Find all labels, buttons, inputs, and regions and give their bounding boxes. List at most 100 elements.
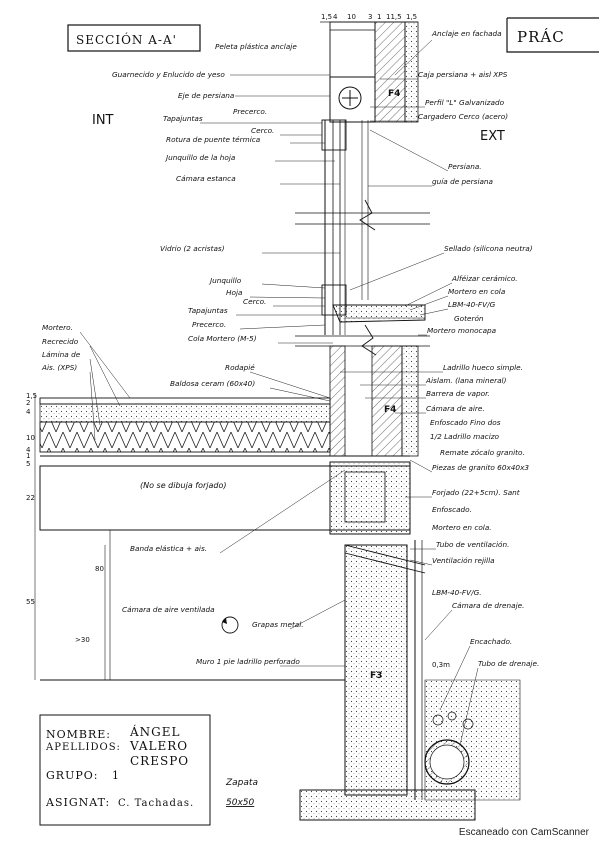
label-right-12: Ladrillo hueco simple. (443, 363, 523, 372)
label-right-24: Ventilación rejilla (432, 556, 495, 565)
label-left-5: Cerco. (251, 126, 274, 135)
surname-value-1: VALERO (129, 739, 188, 753)
practice-title: PRÁC (517, 28, 565, 46)
dim-top-1: 4 (333, 13, 338, 21)
label-left-11: Hoja (226, 288, 242, 297)
dim-left-3: 10 (26, 434, 35, 442)
exterior-label: EXT (480, 129, 505, 144)
label-left-14: Precerco. (192, 320, 226, 329)
dim-top-2: 10 (347, 13, 356, 21)
crawl-space (40, 530, 345, 681)
dim-top-0: 1,5 (321, 13, 332, 21)
label-right-6: Sellado (silicona neutra) (444, 244, 533, 253)
leader-lines (79, 39, 479, 746)
label-left-15: Cola Mortero (M-5) (188, 334, 257, 343)
label-right-18: Remate zócalo granito. (440, 448, 525, 457)
label-right-16: Enfoscado Fino dos (430, 418, 501, 427)
footing-size: 50x50 (226, 798, 255, 808)
ventilation-arrow-icon (221, 616, 239, 634)
dim-top-3: 3 (368, 13, 372, 21)
dim-left-4: 4 (26, 446, 31, 454)
upper-wall (329, 21, 419, 123)
label-right-5: guía de persiana (432, 177, 493, 186)
scanner-footer: Escaneado con CamScanner (458, 827, 589, 838)
interior-label: INT (92, 113, 114, 128)
label-right-19: Piezas de granito 60x40x3 (432, 463, 529, 472)
group-value: 1 (112, 769, 120, 782)
name-block: NOMBRE: ÁNGEL APELLIDOS: VALERO CRESPO G… (39, 714, 211, 826)
label-left-2: Eje de persiana (178, 91, 234, 100)
foundation-wall: F3 (344, 540, 426, 800)
label-right-7: Alféizar cerámico. (451, 274, 518, 283)
label-left-16: Rodapié (225, 363, 255, 372)
floor-layers (39, 397, 410, 467)
label-left-17: Baldosa ceram (60x40) (170, 379, 255, 388)
dim-top-4: 1 (377, 13, 381, 21)
window-sill (332, 304, 426, 323)
label-right-13: Aislam. (lana mineral) (425, 376, 507, 385)
slab: (No se dibuja forjado) (39, 461, 411, 535)
dim-left-5: 1 (26, 452, 30, 460)
label-right-21: Enfoscado. (432, 505, 472, 514)
label-left-21: Ais. (XPS) (41, 363, 77, 372)
label-right-15: Cámara de aire. (426, 404, 485, 413)
label-left-6: Rotura de puente térmica (166, 135, 260, 144)
label-left-0: Peleta plástica anclaje (215, 42, 297, 51)
label-left-9: Vidrio (2 acristas) (160, 244, 225, 253)
label-right-9: LBM-40-FV/G (448, 300, 496, 309)
label-left-8: Cámara estanca (176, 174, 236, 183)
left-labels: Peleta plástica anclaje Guarnecido y Enl… (41, 42, 304, 666)
label-left-23: Banda elástica + ais. (130, 544, 207, 553)
lower-facade-wall: F4 (329, 345, 419, 457)
dim-left-8: 55 (26, 598, 35, 606)
label-right-20: Forjado (22+5cm). Sant (432, 488, 521, 497)
footing: Zapata 50x50 (225, 778, 476, 821)
dim-left-1: 2 (26, 399, 30, 407)
label-right-17: 1/2 Ladrillo macizo (430, 432, 500, 441)
shutter-axis-icon (338, 86, 362, 110)
dim-bottom: 0,3m (432, 661, 450, 669)
window-frame (321, 119, 369, 335)
label-left-13: Tapajuntas (188, 306, 228, 315)
label-right-27: Encachado. (470, 637, 512, 646)
label-left-10: Junquillo (208, 276, 242, 285)
label-right-0: Anclaje en fachada (431, 29, 502, 38)
dim-left-0: 1,5 (26, 392, 37, 400)
drainage (424, 679, 521, 801)
dim-left-9: 80 (95, 565, 104, 573)
break-line-upper (295, 199, 430, 231)
subject-value: C. Tachadas. (118, 798, 194, 809)
label-right-2: Perfil "L" Galvanizado (425, 98, 505, 107)
section-title: SECCIÓN A-A' (76, 31, 177, 47)
label-right-3: Cargadero Cerco (acero) (418, 112, 508, 121)
label-right-4: Persiana. (448, 162, 482, 171)
label-left-1: Guarnecido y Enlucido de yeso (112, 70, 225, 79)
surname-label: APELLIDOS: (45, 742, 121, 753)
label-left-3: Tapajuntas (163, 114, 203, 123)
slab-note: (No se dibuja forjado) (140, 481, 227, 490)
marker-f4-mid: F4 (384, 405, 396, 415)
label-left-7: Junquillo de la hoja (164, 153, 235, 162)
footing-label: Zapata (225, 778, 258, 788)
surname-value-2: CRESPO (130, 754, 189, 768)
label-left-24: Cámara de aire ventilada (122, 605, 215, 614)
label-left-4: Precerco. (233, 107, 267, 116)
practice-title-box: PRÁC (506, 17, 599, 53)
label-left-25: Grapas metal. (252, 620, 304, 629)
label-left-12: Cerco. (243, 297, 266, 306)
dim-top-6: 1,5 (406, 13, 417, 21)
group-label: GRUPO: (46, 769, 98, 782)
label-left-18: Mortero. (42, 323, 73, 332)
label-left-20: Lámina de (42, 350, 81, 359)
dim-left-6: 5 (26, 460, 30, 468)
subject-label: ASIGNAT: (45, 796, 110, 809)
label-right-8: Mortero en cola (448, 287, 505, 296)
marker-f3: F3 (370, 671, 382, 681)
section-title-box: SECCIÓN A-A' (67, 24, 201, 52)
label-right-11: Mortero monocapa (427, 326, 496, 335)
label-right-26: Cámara de drenaje. (452, 601, 524, 610)
label-right-22: Mortero en cola. (432, 523, 492, 532)
dim-left-2: 4 (26, 408, 31, 416)
name-value: ÁNGEL (129, 724, 180, 739)
